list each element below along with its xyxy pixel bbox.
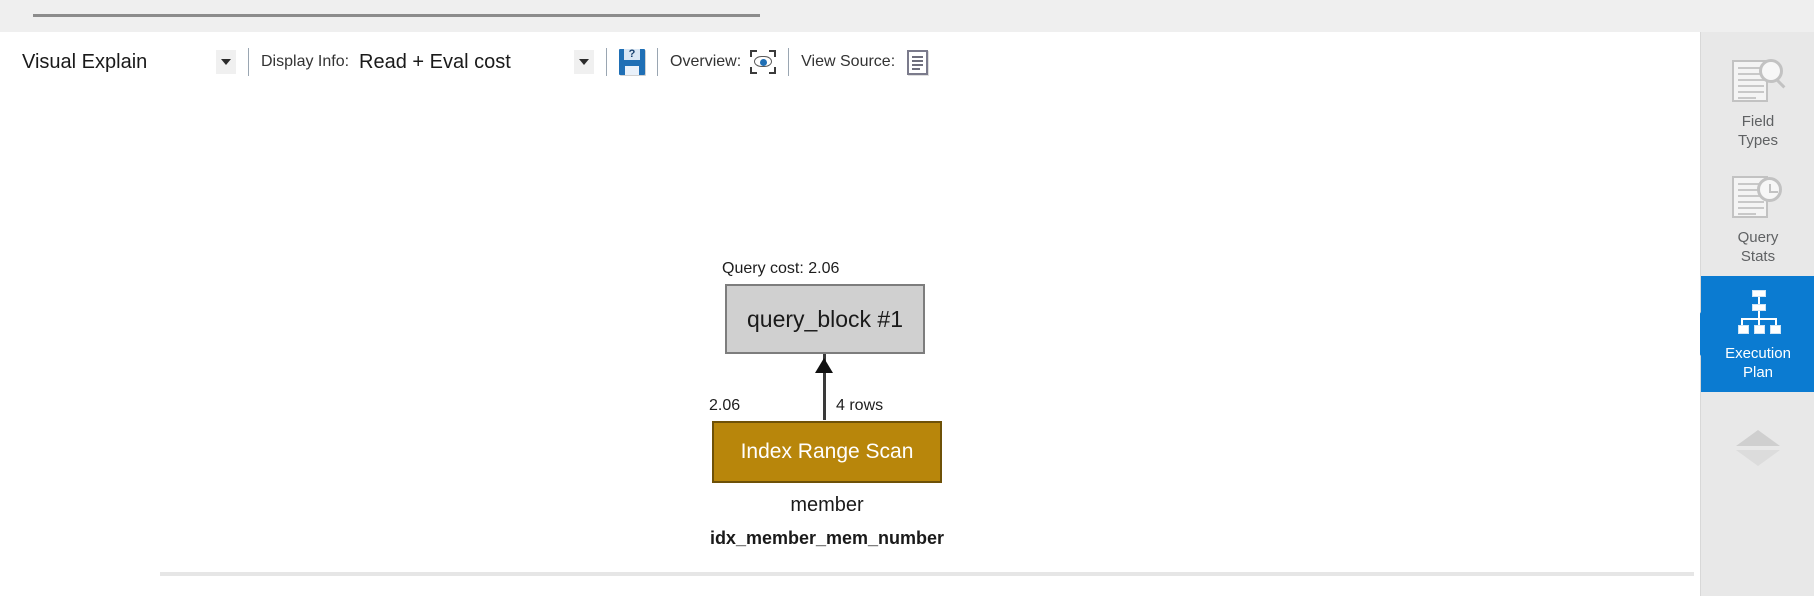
chevron-down-icon[interactable]	[574, 50, 595, 74]
sidebar-item-execution-plan-label-2: Plan	[1742, 364, 1774, 381]
horizontal-divider	[33, 14, 760, 17]
display-info-label: Display Info:	[261, 53, 350, 70]
top-strip	[0, 0, 1814, 32]
chevron-up-icon[interactable]	[1736, 430, 1780, 446]
mode-select[interactable]: Visual Explain	[22, 50, 236, 74]
edge-arrowhead-icon	[815, 358, 833, 373]
mode-select-value: Visual Explain	[22, 50, 148, 73]
sidebar-item-field-types-label-1: Field	[1741, 113, 1775, 130]
eye-target-icon[interactable]	[750, 50, 777, 74]
query-cost-label: Query cost: 2.06	[722, 260, 840, 277]
save-query-icon[interactable]: ?	[619, 48, 646, 75]
toolbar-separator-3	[657, 48, 659, 76]
execution-plan-icon	[1729, 288, 1787, 340]
toolbar-separator-2	[606, 48, 608, 76]
field-types-icon	[1729, 56, 1787, 108]
sidebar-item-execution-plan-label-1: Execution	[1725, 345, 1791, 362]
query-stats-icon	[1729, 172, 1787, 224]
edge-line	[823, 354, 826, 420]
sidebar-item-field-types-label-2: Types	[1737, 132, 1779, 149]
display-info-value: Read + Eval cost	[359, 50, 511, 73]
right-sidebar: Field Types Query Stats	[1700, 32, 1814, 596]
sidebar-item-query-stats[interactable]: Query Stats	[1701, 160, 1814, 276]
node-index-name: idx_member_mem_number	[709, 528, 945, 548]
chevron-down-icon[interactable]	[1736, 450, 1780, 466]
edge-cost-label: 2.06	[709, 397, 741, 414]
toolbar-separator-1	[248, 48, 249, 76]
view-source-label: View Source:	[801, 53, 896, 70]
node-table-name: member	[790, 494, 864, 516]
node-query-block-label: query_block #1	[747, 305, 903, 332]
document-lines-icon[interactable]	[907, 49, 929, 75]
sidebar-item-query-stats-label-1: Query	[1737, 229, 1779, 246]
toolbar-separator-4	[788, 48, 790, 76]
node-index-range-scan[interactable]: Index Range Scan	[712, 421, 942, 483]
explain-toolbar: Visual Explain Display Info: Read + Eval…	[0, 32, 1814, 92]
chevron-down-icon[interactable]	[216, 50, 236, 74]
sidebar-item-field-types[interactable]: Field Types	[1701, 44, 1814, 160]
sidebar-item-execution-plan[interactable]: Execution Plan	[1701, 276, 1814, 392]
node-query-block[interactable]: query_block #1	[725, 284, 925, 354]
sidebar-scroll-controls[interactable]	[1701, 430, 1814, 466]
canvas-bottom-rule	[160, 572, 1694, 576]
sidebar-item-query-stats-label-2: Stats	[1740, 248, 1776, 265]
save-icon-glyph: ?	[628, 48, 636, 60]
explain-canvas[interactable]: Query cost: 2.06 query_block #1 2.06 4 r…	[0, 92, 1700, 572]
node-index-range-scan-label: Index Range Scan	[740, 440, 914, 463]
display-info-select[interactable]: Read + Eval cost	[359, 50, 595, 74]
overview-label: Overview:	[670, 53, 742, 70]
edge-rows-label: 4 rows	[836, 397, 884, 414]
